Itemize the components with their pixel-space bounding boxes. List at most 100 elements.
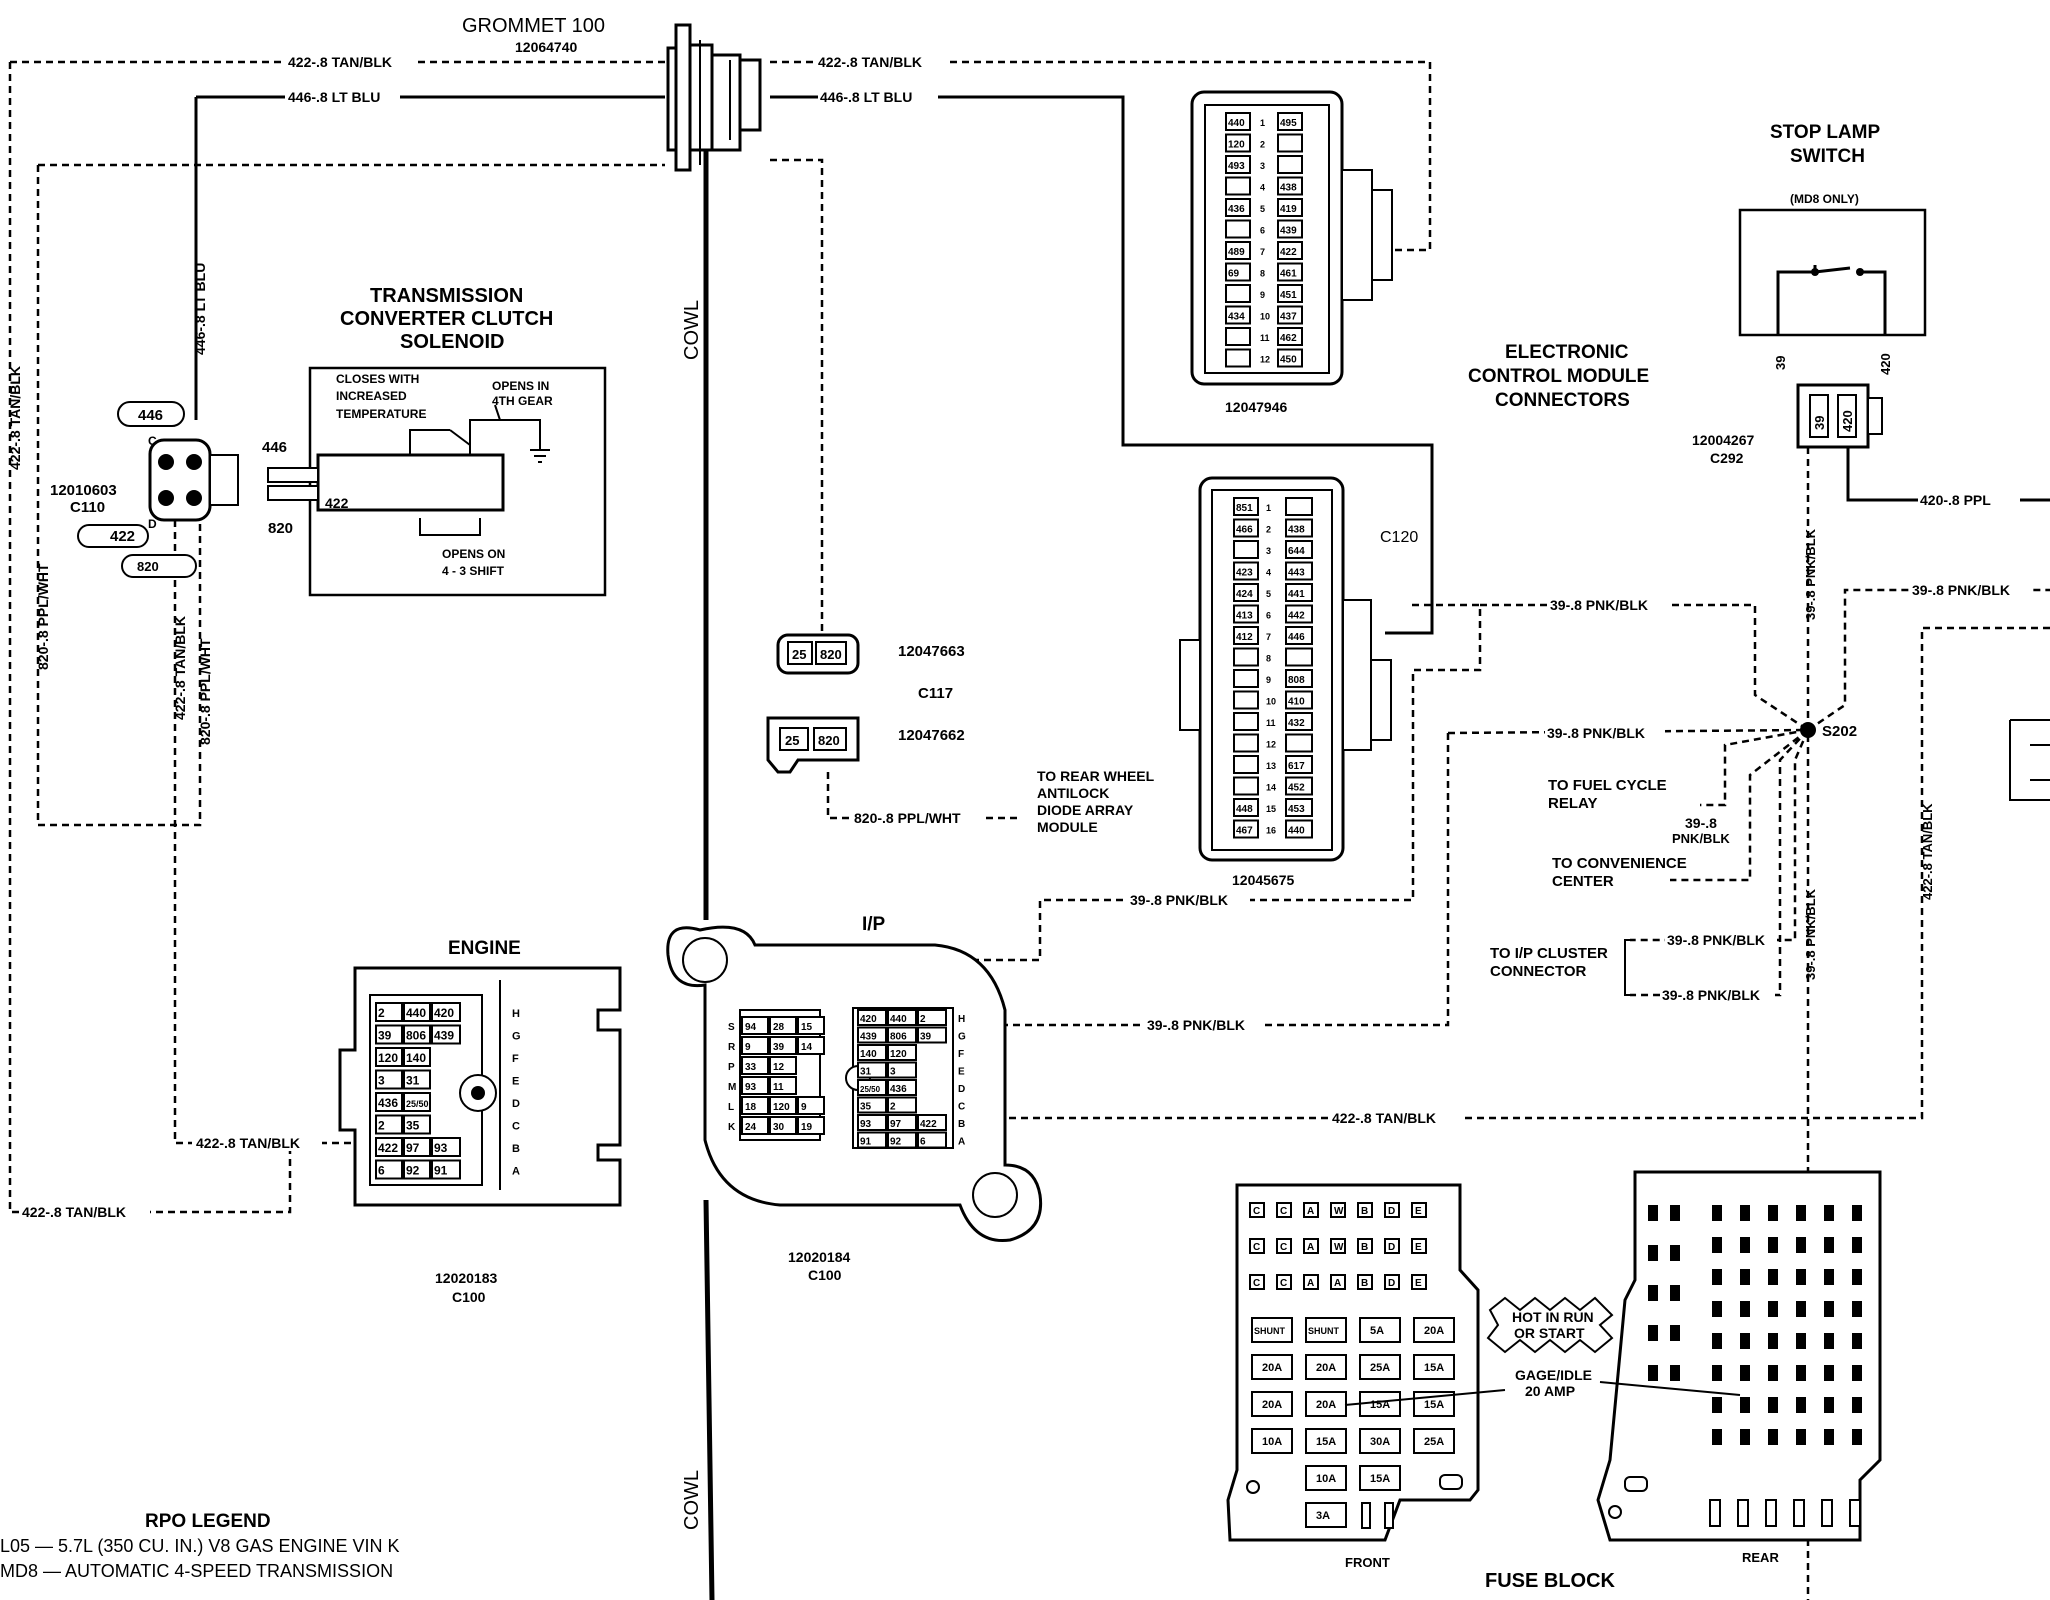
- ecm-bottom-right-circuit: 440: [1288, 826, 1305, 837]
- ecm-bottom-cell-left: [1233, 518, 1259, 538]
- c117-rear-2: ANTILOCK: [1037, 785, 1109, 801]
- rear-slot: [1765, 1499, 1777, 1527]
- ecm-bottom-right-circuit: 441: [1288, 589, 1305, 600]
- fuse-terminal: [1249, 1238, 1265, 1254]
- ecm-top-cell-left: [1225, 198, 1251, 217]
- fuse-rating: SHUNT: [1308, 1326, 1340, 1336]
- fuse-rating: 20A: [1424, 1325, 1444, 1337]
- ecm-top-left-circuit: 489: [1228, 247, 1245, 258]
- ecm-title-1: ELECTRONIC: [1505, 342, 1629, 363]
- engine-cell-circuit: 31: [406, 1074, 420, 1088]
- tcc-opens-2: 4TH GEAR: [492, 394, 553, 408]
- ecm-top-right-circuit: 439: [1280, 226, 1297, 237]
- engine-cell-circuit: 422: [378, 1141, 398, 1155]
- c117-rear-3: DIODE ARRAY: [1037, 802, 1134, 818]
- fuse-box: [1251, 1354, 1293, 1380]
- c110-name: C110: [70, 499, 105, 516]
- engine-cavity-letter: B: [512, 1143, 520, 1155]
- ecm-top-cell-right: [1277, 155, 1303, 174]
- ip-left-circuit: 93: [745, 1082, 757, 1093]
- tcc-title-2: CONVERTER CLUTCH: [340, 308, 553, 330]
- ip-left-cell: [769, 1076, 797, 1095]
- ip-left-letter: M: [728, 1082, 736, 1093]
- wire-446-right: [770, 95, 1434, 635]
- fuse-terminal: [1357, 1274, 1373, 1290]
- ecm-top-cell-right: [1277, 348, 1303, 368]
- rear-mount-hole: [1608, 1505, 1622, 1519]
- ip-right-cell: [857, 1044, 887, 1061]
- engine-title: ENGINE: [448, 938, 521, 959]
- wire-39-branches: [1630, 728, 1810, 997]
- ip-right-cell: [917, 1131, 947, 1149]
- ip-right-cell: [857, 1061, 887, 1079]
- fuse-box: [1305, 1428, 1347, 1454]
- grommet-part: 12064740: [515, 39, 578, 55]
- fuse-title: FUSE BLOCK: [1485, 1570, 1616, 1592]
- fuse-box: [1251, 1317, 1293, 1343]
- ecm-top-right-circuit: 461: [1280, 269, 1297, 280]
- ip-right-circuit: 6: [920, 1137, 926, 1148]
- fuse-rating: 20A: [1262, 1399, 1282, 1411]
- c117-pin-25-b: 25: [785, 733, 799, 748]
- engine-cell-circuit: 25/50: [406, 1099, 429, 1109]
- tcc-pin-820: 820: [268, 520, 293, 537]
- fuse-rating: 3A: [1316, 1510, 1330, 1522]
- rear-terminal: [1796, 1333, 1806, 1349]
- engine-cell: [375, 1159, 403, 1180]
- fuse-terminal: [1276, 1202, 1292, 1218]
- label-39-ip-b: 39-.8 PNK/BLK: [1662, 987, 1760, 1003]
- ecm-top-pin-number: 3: [1260, 161, 1265, 171]
- ip-right-circuit: 92: [890, 1137, 902, 1148]
- ecm-bottom-left-circuit: 851: [1236, 503, 1253, 514]
- ecm-bottom-cell-right: [1285, 518, 1313, 538]
- label-820-left-vertical: 820-.8 PPL/WHT: [35, 563, 51, 670]
- ecm-top-pin-number: 4: [1260, 183, 1265, 193]
- ip-right-cell: [887, 1079, 917, 1096]
- fuse-terminal: [1330, 1202, 1346, 1218]
- rear-terminal: [1824, 1333, 1834, 1349]
- rear-terminal: [1740, 1301, 1750, 1317]
- ecm-bottom-cell-left: [1233, 776, 1259, 796]
- ecm-top-cell-right: [1277, 219, 1303, 239]
- s202-ip-1: TO I/P CLUSTER: [1490, 945, 1608, 962]
- tcc-opens-1: OPENS IN: [492, 379, 549, 393]
- ecm-bottom-right-circuit: 617: [1288, 761, 1305, 772]
- ecm-top-cell-left: [1225, 112, 1251, 131]
- ecm-bottom-cell-left: [1233, 712, 1259, 731]
- engine-cell: [403, 1137, 431, 1157]
- ecm-bottom-pin-number: 16: [1266, 826, 1276, 836]
- engine-cell: [375, 1002, 403, 1022]
- engine-cell-circuit: 2: [378, 1119, 385, 1133]
- ip-left-letter: L: [728, 1102, 734, 1113]
- rear-terminal: [1740, 1237, 1750, 1253]
- label-pnk-branch: PNK/BLK: [1672, 831, 1730, 846]
- ip-right-circuit: 420: [860, 1014, 877, 1025]
- cowl-label-bottom: COWL: [681, 1470, 703, 1530]
- c117-part-2: 12047662: [898, 727, 965, 744]
- ip-right-circuit: 3: [890, 1067, 896, 1078]
- rear-terminal: [1768, 1269, 1778, 1285]
- ecm-bottom-pin-number: 10: [1266, 697, 1276, 707]
- rear-slot: [1849, 1499, 1861, 1527]
- fuse-terminal: [1330, 1238, 1346, 1254]
- engine-cell-circuit: 2: [378, 1006, 385, 1020]
- ip-right-circuit: 439: [860, 1032, 877, 1043]
- rear-terminal: [1852, 1301, 1862, 1317]
- rear-terminal-left: [1670, 1325, 1680, 1341]
- rear-terminal-left: [1670, 1205, 1680, 1221]
- fuse-rating: 25A: [1424, 1436, 1444, 1448]
- rear-terminal: [1712, 1237, 1722, 1253]
- engine-part: 12020183: [435, 1270, 498, 1286]
- ecm-bottom-right-circuit: 452: [1288, 783, 1305, 794]
- rear-terminal: [1824, 1397, 1834, 1413]
- engine-cell: [431, 1159, 461, 1180]
- ecm-bottom-right-circuit: 446: [1288, 632, 1305, 643]
- label-422-left-vertical: 422-.8 TAN/BLK: [7, 366, 23, 470]
- ecm-bottom-right-circuit: 432: [1288, 718, 1305, 729]
- ecm-bottom-cell-left: [1233, 798, 1259, 817]
- ip-left-letter: K: [728, 1122, 736, 1133]
- tcc-opens-3: OPENS ON: [442, 547, 505, 561]
- ecm-top-pin-number: 11: [1260, 333, 1270, 343]
